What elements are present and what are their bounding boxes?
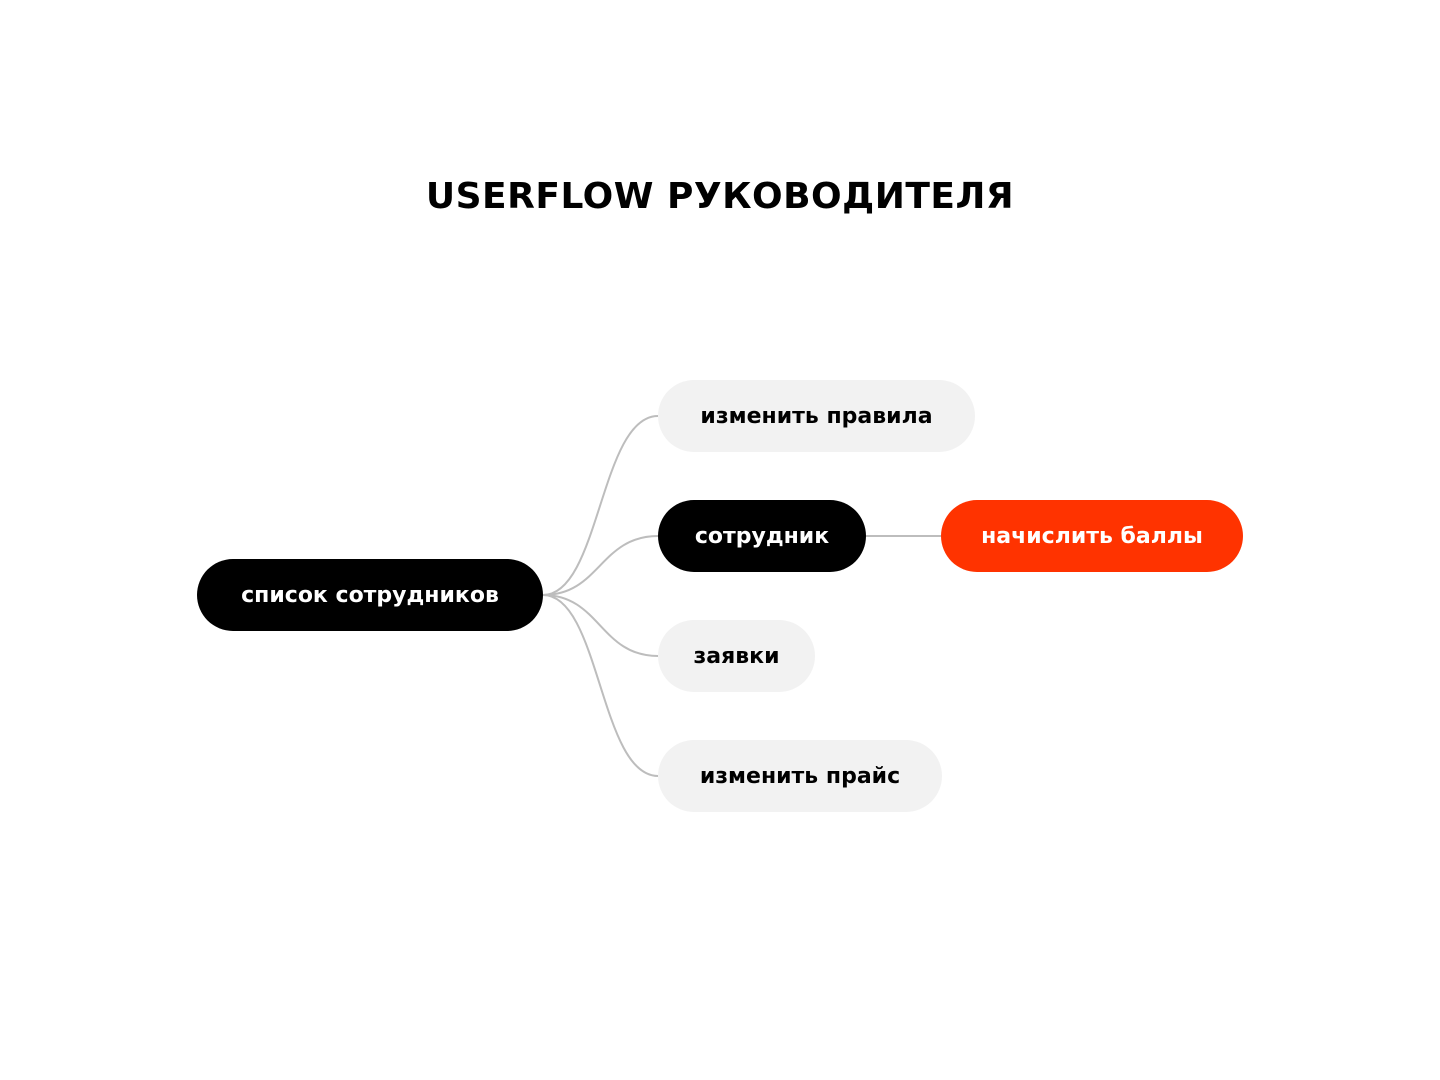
node-label: начислить баллы (981, 523, 1203, 549)
node-label: сотрудник (694, 523, 830, 549)
node-label: заявки (693, 643, 780, 669)
edge-root-to-employee (542, 535, 659, 596)
node-label: изменить правила (700, 403, 933, 429)
edge-root-to-rules (542, 415, 659, 596)
node-award-points[interactable]: начислить баллы (941, 500, 1243, 572)
node-change-price[interactable]: изменить прайс (658, 740, 942, 812)
node-requests[interactable]: заявки (658, 620, 815, 692)
node-employee-list[interactable]: список сотрудников (197, 559, 543, 631)
node-employee[interactable]: сотрудник (658, 500, 866, 572)
edge-root-to-price (542, 594, 659, 777)
node-label: список сотрудников (241, 582, 499, 608)
node-change-rules[interactable]: изменить правила (658, 380, 975, 452)
page-title: USERFLOW РУКОВОДИТЕЛЯ (425, 176, 1015, 217)
edge-root-to-requests (542, 594, 659, 657)
node-label: изменить прайс (699, 763, 901, 789)
